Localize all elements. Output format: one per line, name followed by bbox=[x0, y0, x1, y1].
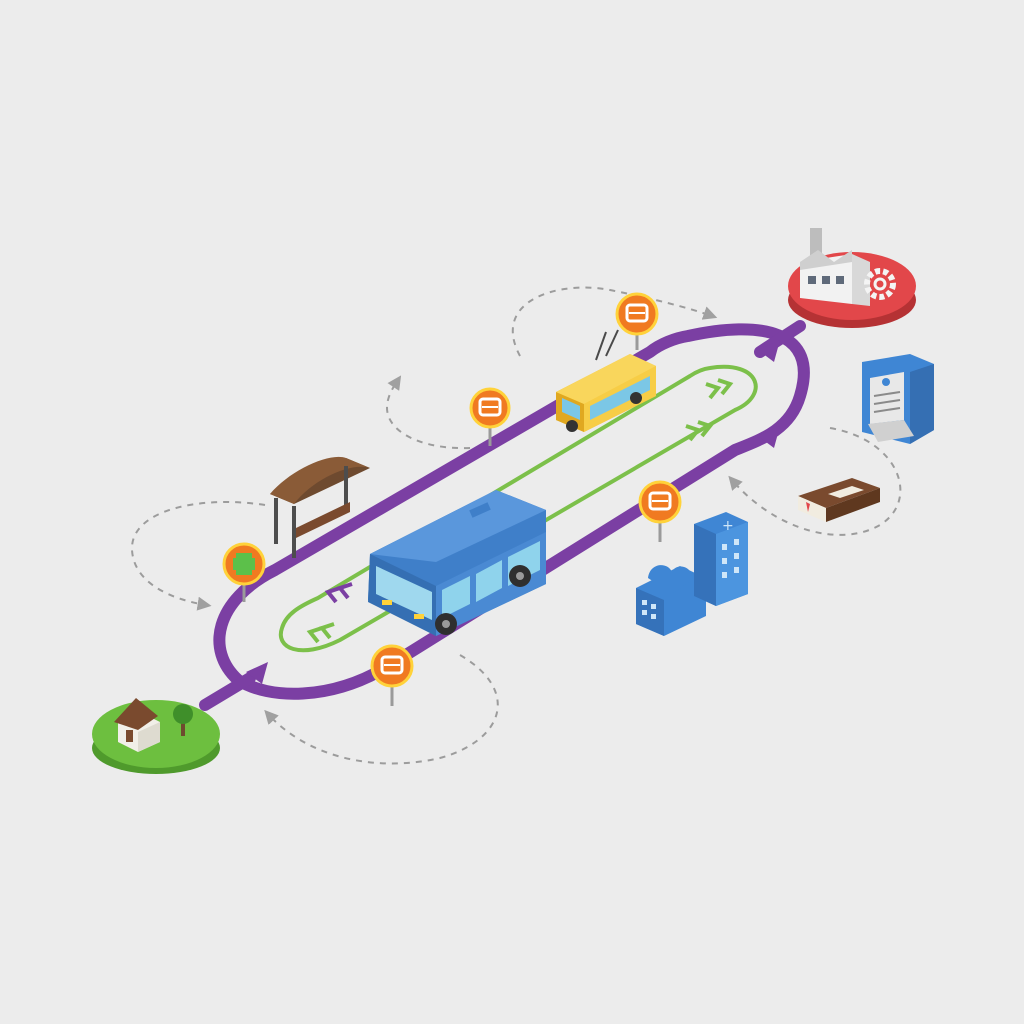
inner-route-loop bbox=[278, 364, 758, 653]
bus-stop-marker-icon bbox=[469, 387, 511, 446]
inner-loop-track bbox=[278, 364, 758, 653]
industrial-zone bbox=[788, 228, 916, 328]
factory-icon bbox=[800, 228, 870, 306]
city-office-building-icon: + bbox=[694, 512, 748, 606]
svg-text:+: + bbox=[722, 518, 734, 534]
residential-zone bbox=[92, 698, 220, 774]
connector-arrow bbox=[264, 654, 499, 765]
book-icon bbox=[798, 478, 880, 522]
tree-icon bbox=[173, 704, 193, 736]
direction-arrow bbox=[758, 426, 780, 448]
bus-stop-marker-icon bbox=[615, 292, 659, 350]
house-icon bbox=[114, 698, 160, 752]
direction-arrow bbox=[246, 662, 268, 684]
direction-arrow bbox=[758, 340, 780, 362]
connector-arrow bbox=[130, 501, 266, 611]
bus-roof-vent bbox=[469, 502, 491, 518]
trolleybus-icon bbox=[556, 329, 656, 432]
bus-stop-shelter-icon bbox=[270, 456, 370, 558]
gear-icon bbox=[864, 268, 896, 300]
bus-stop-marker-icon bbox=[638, 480, 682, 542]
connector-arrow bbox=[511, 286, 718, 357]
connector-arrows bbox=[130, 286, 902, 765]
chevron-direction-icon bbox=[306, 378, 734, 644]
bus-stop-markers bbox=[370, 292, 682, 706]
connector-arrow bbox=[385, 375, 471, 450]
medical-cross-icon bbox=[222, 542, 266, 602]
outer-route-loop bbox=[199, 320, 810, 711]
station-gate-icon bbox=[862, 354, 934, 444]
bus-icon bbox=[368, 490, 546, 636]
route-connector-to-residential bbox=[199, 672, 256, 711]
outer-loop-track bbox=[213, 323, 810, 700]
hospital-building-icon bbox=[636, 565, 706, 636]
bus-stop-marker-icon bbox=[370, 644, 414, 706]
chevron-direction-icon bbox=[324, 582, 353, 604]
